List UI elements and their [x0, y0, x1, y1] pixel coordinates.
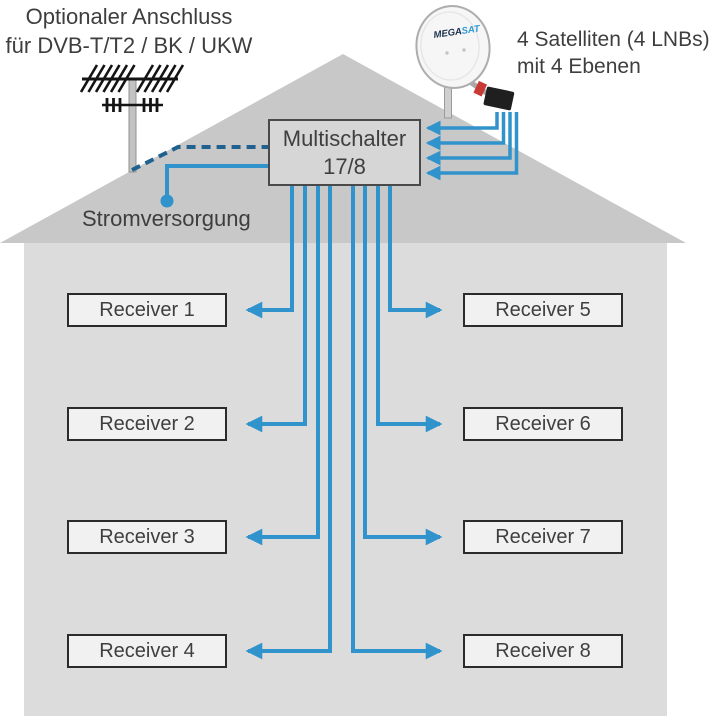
cable-to-receiver-7: [363, 185, 443, 546]
multiswitch-model: 17/8: [323, 154, 366, 179]
receiver-box-7: Receiver 7: [463, 520, 623, 554]
power-supply-label: Stromversorgung: [82, 206, 251, 231]
distribution-cables: [245, 185, 443, 660]
receiver-label: Receiver 1: [99, 298, 195, 321]
receiver-label: Receiver 8: [495, 639, 591, 662]
receiver-label: Receiver 7: [495, 525, 591, 548]
antenna-elements-bottom: [105, 98, 159, 112]
receiver-box-3: Receiver 3: [67, 520, 227, 554]
optional-connection-label: Optionaler Anschluss für DVB-T/T2 / BK /…: [0, 2, 258, 60]
satellite-dish-icon: MEGA SAT: [415, 5, 515, 119]
lnb-cables: [425, 112, 519, 181]
receiver-label: Receiver 2: [99, 412, 195, 435]
dish-brand-sat: SAT: [461, 23, 482, 37]
satellites-line2: mit 4 Ebenen: [517, 55, 641, 78]
receiver-label: Receiver 3: [99, 525, 195, 548]
receiver-box-4: Receiver 4: [67, 634, 227, 668]
cable-to-receiver-8: [351, 185, 443, 660]
cable-to-receiver-6: [376, 185, 443, 433]
optional-connection-line2: für DVB-T/T2 / BK / UKW: [5, 33, 253, 58]
receiver-label: Receiver 5: [495, 298, 591, 321]
dish-rivet: [445, 51, 449, 55]
dish-rivet: [462, 48, 466, 52]
lnb-icon: [483, 86, 515, 111]
power-supply-dot: [160, 194, 174, 208]
multiswitch-title: Multischalter: [282, 126, 407, 151]
terrestrial-cable-dashed-line: [131, 145, 268, 172]
terrestrial-antenna-icon: [79, 64, 185, 173]
antenna-mast: [128, 79, 137, 173]
dish-brand-mega: MEGA: [433, 26, 463, 41]
lnb-cable-3: [425, 112, 512, 166]
dish-inner-rim: [420, 11, 480, 81]
feedhorn-bracket: [473, 80, 488, 97]
antenna-elements-top: [79, 64, 185, 93]
receiver-box-1: Receiver 1: [67, 293, 227, 327]
lnb-cable-2: [425, 112, 506, 151]
receiver-label: Receiver 4: [99, 639, 195, 662]
multiswitch-box: Multischalter 17/8: [268, 119, 421, 186]
power-supply-line: [160, 164, 268, 208]
cable-to-receiver-5: [388, 185, 443, 319]
receiver-box-8: Receiver 8: [463, 634, 623, 668]
receiver-label: Receiver 6: [495, 412, 591, 435]
cable-to-receiver-1: [245, 185, 294, 319]
lnb-cable-4: [425, 112, 519, 181]
satellites-line1: 4 Satelliten (4 LNBs): [517, 28, 710, 51]
receiver-box-5: Receiver 5: [463, 293, 623, 327]
satellites-label: 4 Satelliten (4 LNBs) mit 4 Ebenen: [517, 26, 710, 80]
cable-to-receiver-4: [245, 185, 332, 660]
lnb-cable-1: [425, 112, 499, 136]
cable-to-receiver-3: [245, 185, 320, 546]
optional-connection-line1: Optionaler Anschluss: [25, 4, 233, 29]
dish-reflector: [415, 5, 491, 89]
cable-to-receiver-2: [245, 185, 307, 433]
receiver-box-6: Receiver 6: [463, 407, 623, 441]
receiver-box-2: Receiver 2: [67, 407, 227, 441]
